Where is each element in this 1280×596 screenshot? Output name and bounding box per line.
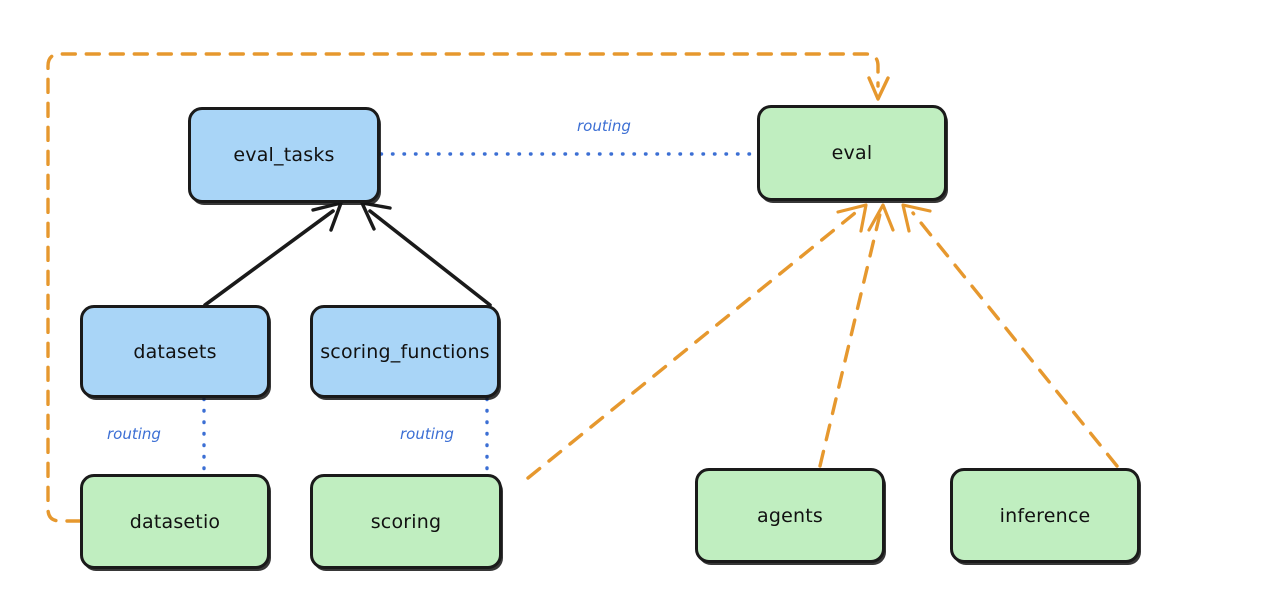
node-scoring-label: scoring <box>370 510 442 533</box>
node-eval-tasks[interactable]: eval_tasks <box>188 107 380 203</box>
edge-label-routing-scoring-functions-scoring: routing <box>400 425 454 443</box>
edge-agents-to-eval <box>818 203 895 468</box>
node-inference[interactable]: inference <box>950 468 1140 563</box>
node-datasets-label: datasets <box>133 340 217 363</box>
node-eval-tasks-label: eval_tasks <box>233 144 335 166</box>
node-scoring-functions-label: scoring_functions <box>320 340 490 363</box>
node-eval-label: eval <box>831 142 873 164</box>
edge-label-routing-eval-tasks-eval: routing <box>577 117 631 135</box>
node-scoring[interactable]: scoring <box>310 474 502 569</box>
node-eval[interactable]: eval <box>757 105 947 201</box>
node-agents-label: agents <box>757 504 823 527</box>
edge-inference-to-eval <box>901 203 1119 468</box>
node-datasetio-label: datasetio <box>129 510 221 533</box>
edge-datasetio-to-eval <box>46 52 890 523</box>
edge-scoring-to-eval <box>526 203 868 480</box>
node-inference-label: inference <box>999 504 1091 527</box>
node-agents[interactable]: agents <box>695 468 885 563</box>
edge-datasets-to-eval_tasks <box>203 201 343 307</box>
node-datasetio[interactable]: datasetio <box>80 474 270 569</box>
edge-label-routing-datasets-datasetio: routing <box>107 425 161 443</box>
node-scoring-functions[interactable]: scoring_functions <box>310 305 500 398</box>
node-datasets[interactable]: datasets <box>80 305 270 398</box>
edge-scoring_functions-to-eval_tasks <box>360 201 492 307</box>
